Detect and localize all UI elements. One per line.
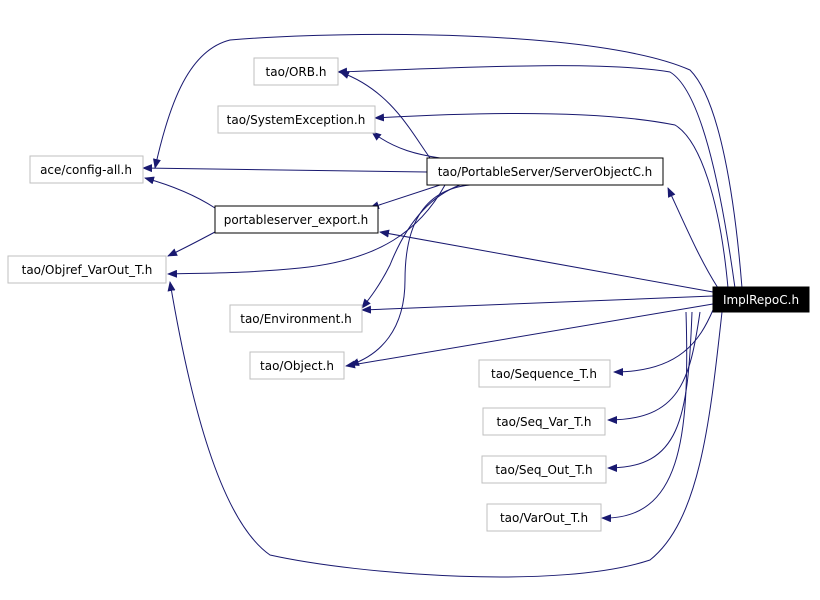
node-label: tao/Environment.h (240, 312, 352, 326)
node-label: ace/config-all.h (40, 163, 132, 177)
edge-psexport-config (144, 176, 216, 209)
edge-implrepo-object (345, 303, 714, 369)
node-server-object-c[interactable]: tao/PortableServer/ServerObjectC.h (426, 157, 664, 186)
node-label: tao/Object.h (260, 359, 334, 373)
edge-sobjc-object (349, 184, 471, 366)
node-label: tao/ORB.h (266, 65, 327, 79)
node-label: tao/Sequence_T.h (491, 367, 597, 381)
edge-sobjc-psexport (369, 184, 441, 209)
node-label: tao/Seq_Out_T.h (495, 463, 592, 477)
node-seq-out[interactable]: tao/Seq_Out_T.h (481, 455, 607, 484)
node-object[interactable]: tao/Object.h (249, 351, 345, 380)
node-label: portableserver_export.h (224, 213, 369, 227)
edge-implrepo-varout (601, 311, 688, 523)
node-varout[interactable]: tao/VarOut_T.h (486, 503, 602, 532)
node-label: ImplRepoC.h (723, 293, 799, 307)
node-config-all[interactable]: ace/config-all.h (29, 155, 144, 184)
node-orb[interactable]: tao/ORB.h (253, 57, 339, 86)
edge-implrepo-sysexc (374, 113, 729, 289)
edge-sobjc-config (142, 164, 428, 173)
node-system-exception[interactable]: tao/SystemException.h (217, 105, 376, 134)
edge-implrepo-psexport (379, 229, 714, 293)
edge-sobjc-sysexc (371, 131, 441, 159)
node-label: tao/VarOut_T.h (500, 511, 588, 525)
edge-psexport-objref (167, 231, 216, 257)
edge-implrepo-env (361, 295, 714, 314)
edge-sobjc-env (361, 184, 461, 309)
node-portableserver-export[interactable]: portableserver_export.h (214, 205, 379, 234)
edge-implrepo-objref (167, 281, 723, 578)
edge-implrepo-config (153, 33, 743, 289)
node-label: tao/Objref_VarOut_T.h (22, 263, 153, 277)
node-sequence[interactable]: tao/Sequence_T.h (478, 359, 611, 388)
edge-sobjc-objref (167, 184, 446, 278)
edge-implrepo-orb (337, 65, 736, 289)
node-seq-var[interactable]: tao/Seq_Var_T.h (482, 407, 606, 436)
edge-implrepo-seqout (607, 311, 693, 472)
node-label: tao/SystemException.h (227, 113, 366, 127)
edge-implrepo-seq (613, 309, 714, 376)
edge-sobjc-orb (339, 71, 431, 159)
node-label: tao/Seq_Var_T.h (497, 415, 592, 429)
node-environment[interactable]: tao/Environment.h (229, 304, 363, 333)
edge-implrepo-sobjc (667, 187, 719, 289)
node-objref-varout[interactable]: tao/Objref_VarOut_T.h (7, 255, 167, 284)
edge-implrepo-seqvar (607, 311, 701, 424)
node-implrepo-c[interactable]: ImplRepoC.h (712, 286, 810, 313)
node-label: tao/PortableServer/ServerObjectC.h (438, 165, 653, 179)
